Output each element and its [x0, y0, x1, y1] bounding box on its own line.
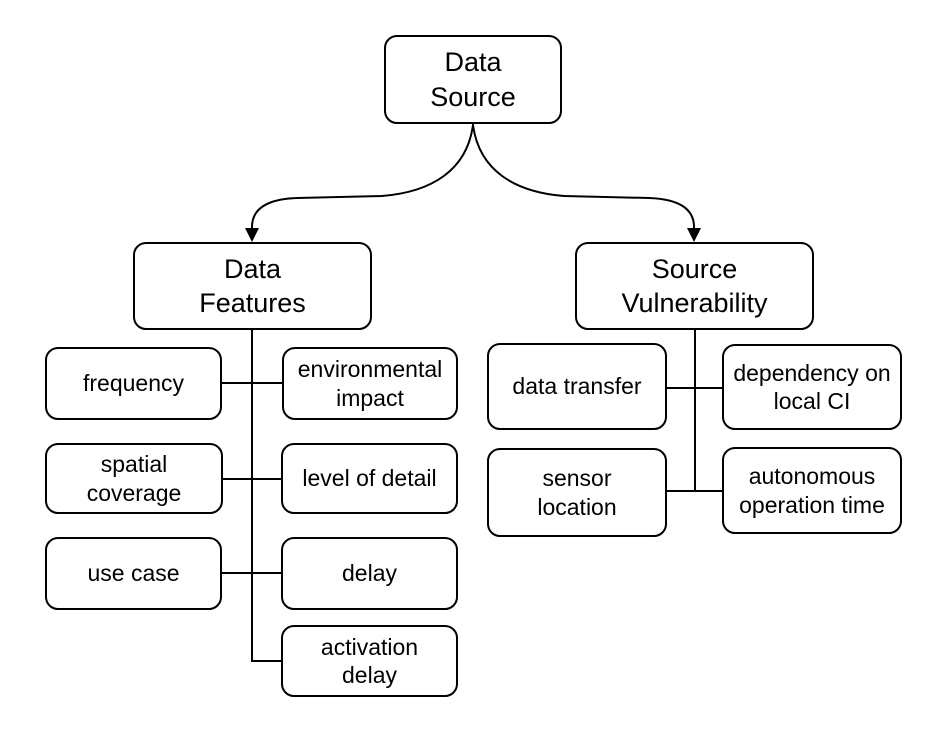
node-data-source: Data Source [384, 35, 562, 124]
arrowhead-source-vulnerability [687, 228, 701, 242]
node-autonomous-operation-time: autonomous operation time [722, 447, 902, 534]
node-delay: delay [281, 537, 458, 610]
edge-root-to-data-features [251, 124, 474, 232]
node-sensor-location: sensor location [487, 448, 667, 537]
node-source-vulnerability: Source Vulnerability [575, 242, 814, 330]
node-data-features: Data Features [133, 242, 372, 330]
node-spatial-coverage: spatial coverage [45, 443, 223, 514]
node-frequency: frequency [45, 347, 222, 420]
node-activation-delay: activation delay [281, 625, 458, 697]
node-environmental-impact: environmental impact [282, 347, 458, 420]
node-data-transfer: data transfer [487, 343, 667, 430]
edge-root-to-source-vulnerability [472, 124, 695, 232]
arrowhead-data-features [245, 228, 259, 242]
node-use-case: use case [45, 537, 222, 610]
node-dependency-on-local-ci: dependency on local CI [722, 344, 902, 430]
node-level-of-detail: level of detail [281, 443, 458, 514]
